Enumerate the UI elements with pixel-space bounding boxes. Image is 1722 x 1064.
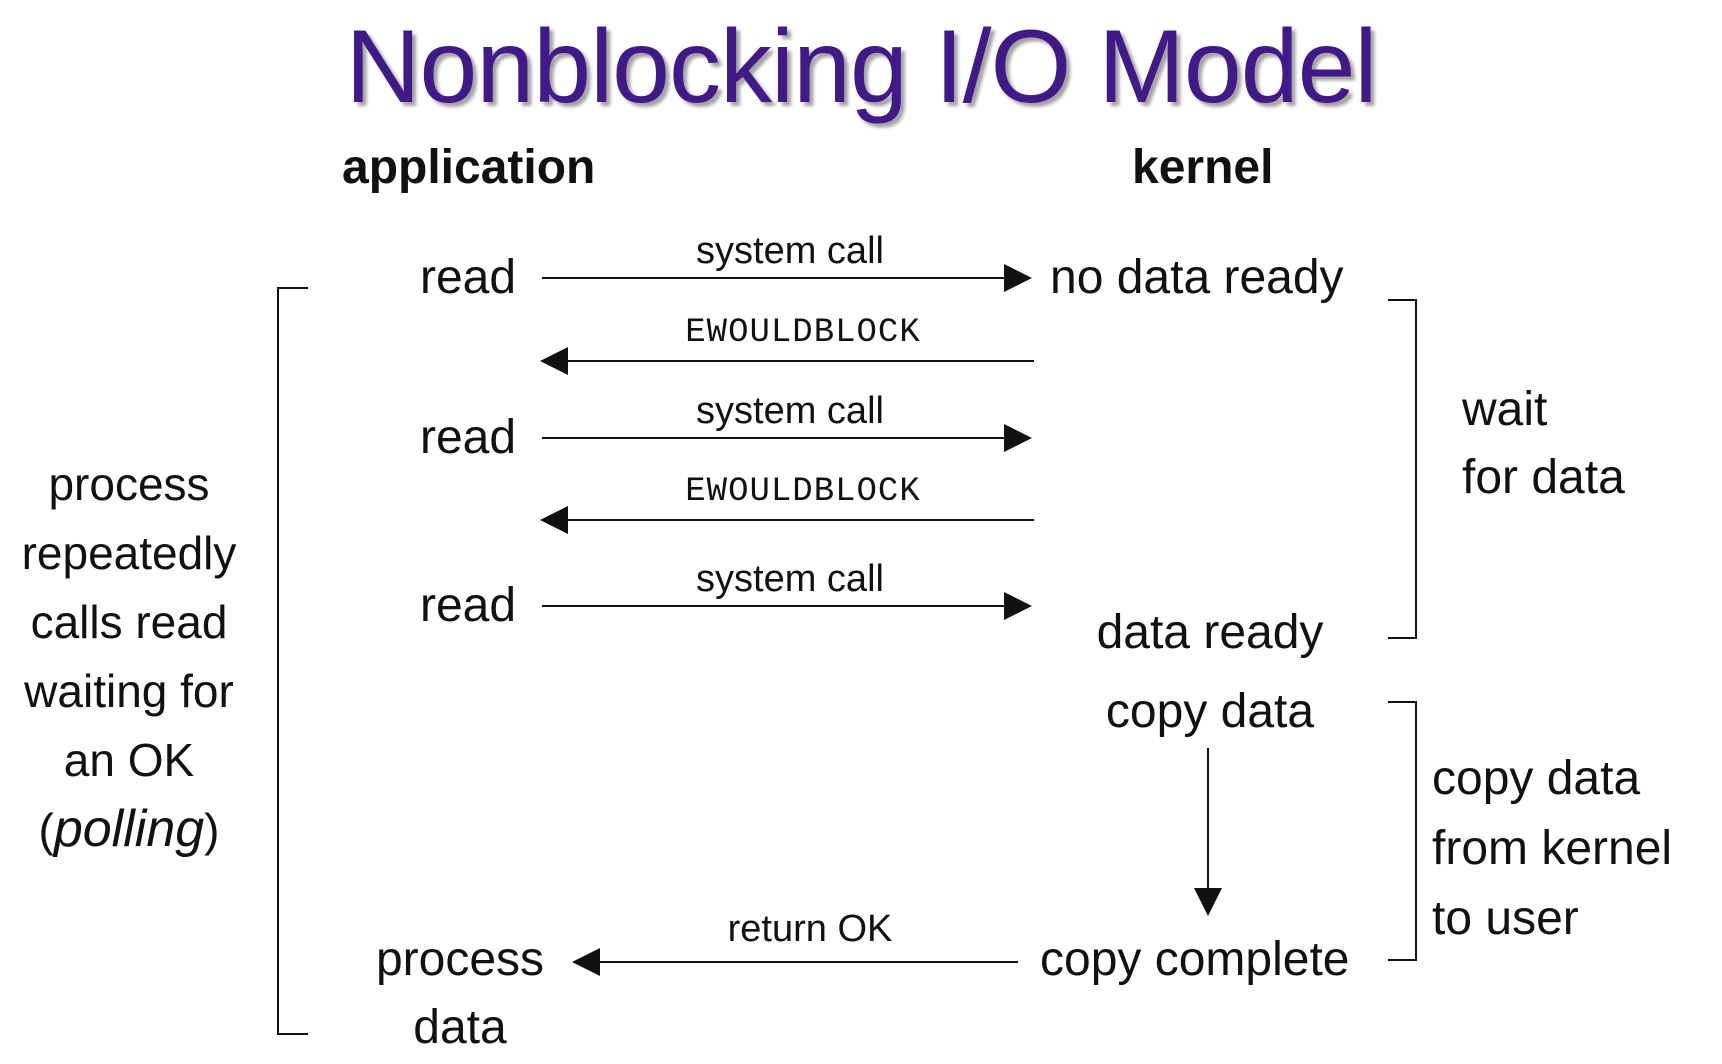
wait-note: wait for data xyxy=(1462,376,1625,512)
kernel-column-header: kernel xyxy=(1132,141,1274,194)
ewouldblock-label-2: EWOULDBLOCK xyxy=(685,473,921,511)
left-note-line: repeatedly xyxy=(21,527,237,579)
process-data-label-line2: data xyxy=(413,1001,507,1054)
left-bracket xyxy=(277,287,308,1035)
copy-note-line: copy data xyxy=(1432,752,1641,805)
page-title: Nonblocking I/O Model xyxy=(345,9,1377,125)
arrowhead-syscall-1 xyxy=(1004,264,1032,292)
process-data-label-line1: process xyxy=(375,933,545,986)
arrowhead-syscall-3 xyxy=(1004,592,1032,620)
application-column-header: application xyxy=(342,141,596,194)
copy-note-line: to user xyxy=(1432,892,1579,945)
kernel-state-data-ready: data ready xyxy=(1096,606,1324,659)
read-label-3: read xyxy=(420,579,517,632)
ewouldblock-label-1: EWOULDBLOCK xyxy=(685,314,921,352)
syscall-label-1: system call xyxy=(696,230,884,272)
syscall-label-3: system call xyxy=(696,558,884,600)
polling-open-paren: ( xyxy=(38,804,54,856)
kernel-state-no-data-ready: no data ready xyxy=(1050,251,1344,304)
polling-word: polling xyxy=(53,800,205,858)
arrowhead-syscall-2 xyxy=(1004,424,1032,452)
read-label-1: read xyxy=(420,251,517,304)
left-note: process repeatedly calls read waiting fo… xyxy=(0,450,258,865)
copy-bracket xyxy=(1388,701,1417,961)
kernel-state-copy-data: copy data xyxy=(1105,685,1315,738)
kernel-state-copy-complete: copy complete xyxy=(1040,933,1350,986)
left-note-line: waiting for xyxy=(24,665,234,717)
wait-bracket xyxy=(1388,299,1417,639)
left-note-line: process xyxy=(48,458,210,510)
arrowhead-ewouldblock-1 xyxy=(540,347,568,375)
return-ok-label: return OK xyxy=(727,908,893,950)
left-note-line: calls read xyxy=(30,596,228,648)
copy-note-line: from kernel xyxy=(1432,822,1673,875)
copy-note: copy data from kernel to user xyxy=(1432,744,1672,954)
arrowhead-ewouldblock-2 xyxy=(540,506,568,534)
wait-note-line: wait xyxy=(1462,383,1548,436)
left-note-polling-line: (polling) xyxy=(0,795,258,865)
syscall-label-2: system call xyxy=(696,390,884,432)
arrowhead-copy-down xyxy=(1194,888,1222,916)
arrowhead-return-ok xyxy=(572,948,600,976)
read-label-2: read xyxy=(420,411,517,464)
wait-note-line: for data xyxy=(1462,451,1625,504)
left-note-line: an OK xyxy=(63,734,195,786)
polling-close-paren: ) xyxy=(204,804,220,856)
